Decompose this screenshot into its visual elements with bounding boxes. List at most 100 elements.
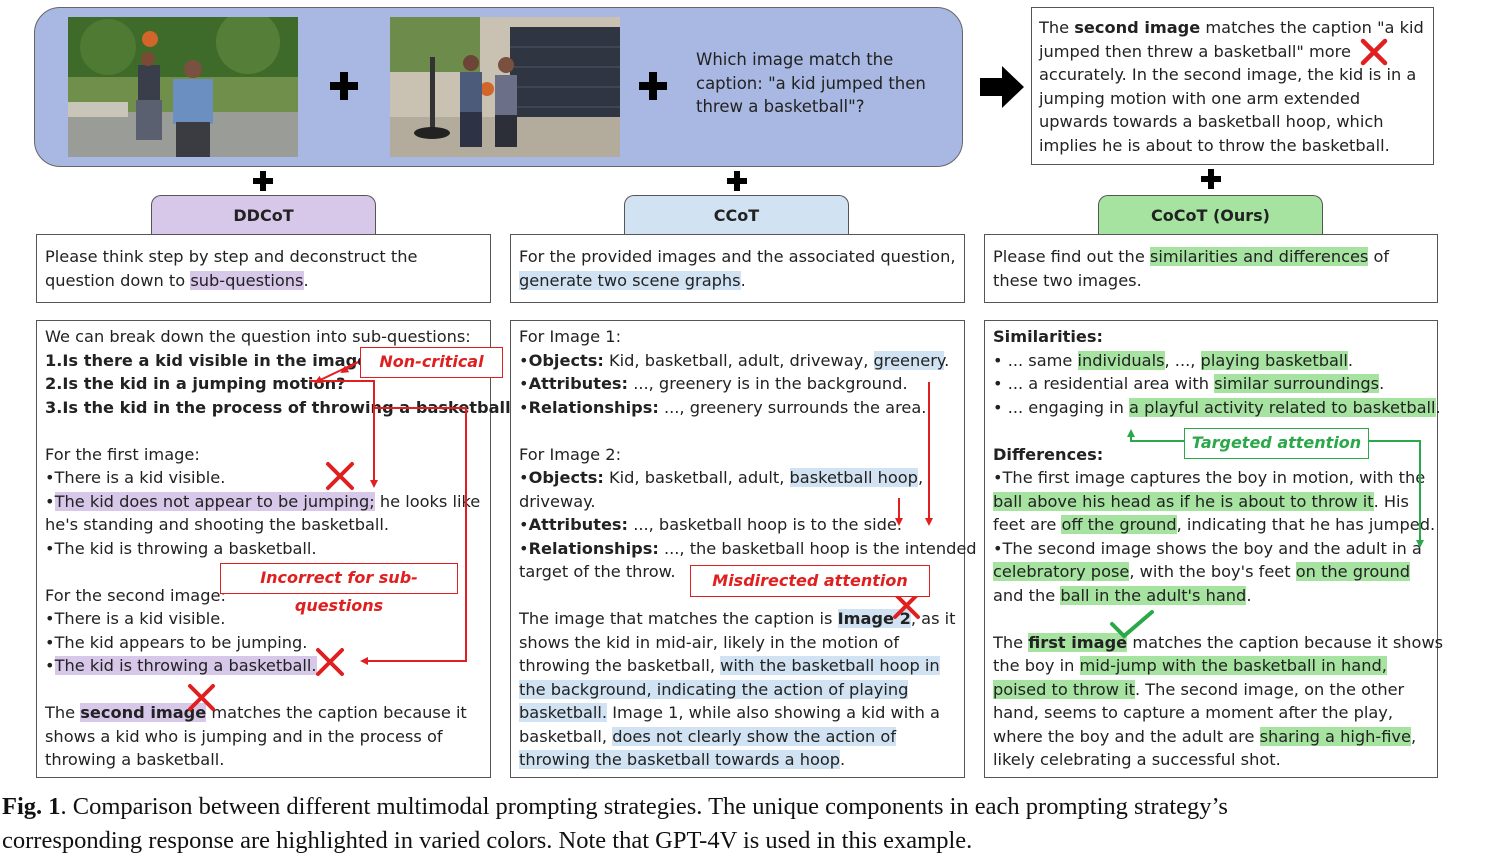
highlight: generate two scene graphs	[519, 270, 741, 290]
text: •	[519, 538, 529, 558]
text: ,	[1410, 726, 1417, 746]
highlight: second image	[80, 703, 207, 722]
label-incorrect: Incorrect for sub-questions	[220, 563, 458, 615]
text: For Image 2:	[519, 444, 622, 464]
highlight: basketball.	[519, 703, 608, 722]
text: The image that matches the caption is	[519, 609, 838, 628]
response-box-ccot: For Image 1: •Objects: Kid, basketball, …	[510, 320, 977, 778]
text: .	[1379, 374, 1385, 393]
text: •	[45, 491, 55, 511]
highlight: similarities and differences	[1149, 247, 1369, 266]
tab-ddcot: DDCoT	[151, 195, 376, 235]
text: where the boy and the adult are	[993, 726, 1260, 746]
wrong-mark-icon	[188, 684, 215, 711]
highlight: off the ground	[1061, 515, 1177, 534]
text: and the	[993, 585, 1061, 605]
text: .	[840, 750, 846, 769]
text: The	[45, 703, 81, 722]
highlight: ball above his head as if he is about to…	[993, 491, 1374, 511]
text: matches the caption "a kid	[1200, 18, 1424, 37]
plus-icon	[330, 72, 358, 100]
query-question: Which image match the caption: "a kid ju…	[696, 48, 926, 119]
text: Kid, basketball, adult,	[603, 468, 790, 487]
text: .	[1347, 350, 1354, 370]
highlight: does not clearly show the action of	[612, 726, 897, 746]
highlight: The kid is throwing a basketball.	[54, 656, 317, 675]
plus-icon	[727, 171, 747, 191]
text: feet are	[993, 515, 1062, 534]
highlight: Image 2	[837, 609, 911, 628]
text: The	[993, 632, 1029, 652]
text: •	[45, 656, 55, 675]
plus-icon	[1201, 169, 1221, 189]
text: ..., the basketball hoop is the intended	[658, 538, 977, 558]
highlight: poised to throw it	[993, 679, 1135, 699]
arrow	[314, 361, 359, 384]
highlight: similar surroundings	[1214, 374, 1380, 393]
text: he's standing and shooting the basketbal…	[45, 515, 390, 534]
prompt-box-ddcot: Please think step by step and deconstruc…	[36, 234, 491, 303]
text: , with the boy's feet	[1129, 562, 1296, 581]
text: he looks like	[374, 491, 481, 511]
section-heading: Differences:	[993, 444, 1104, 464]
label-non-critical: Non-critical	[360, 347, 503, 378]
highlight: ball in the adult's hand	[1060, 585, 1247, 605]
query-image-1	[68, 17, 298, 157]
text: •The second image shows the boy and the …	[993, 538, 1422, 558]
text: •There is a kid visible.	[45, 468, 226, 487]
text: matches the caption because it shows	[1127, 632, 1444, 652]
query-image-2	[390, 17, 620, 157]
text: driveway.	[519, 491, 596, 511]
highlight: throwing the basketball towards a hoop	[519, 750, 841, 769]
text: .	[1435, 397, 1441, 417]
query-line: threw a basketball"?	[696, 97, 865, 116]
wrong-mark-icon	[316, 648, 344, 676]
text: ..., basketball hoop is to the side.	[628, 515, 902, 534]
text: basketball,	[519, 726, 613, 746]
text: .	[944, 350, 950, 370]
text: .	[1246, 585, 1252, 605]
prompt-box-ccot: For the provided images and the associat…	[510, 234, 965, 303]
text: •	[519, 468, 529, 487]
text: second image	[1074, 18, 1201, 37]
text: Objects:	[528, 350, 604, 370]
text: •The kid appears to be jumping.	[45, 632, 308, 652]
figure-caption: Fig. 1. Comparison between different mul…	[2, 790, 1228, 858]
caption-text: corresponding response are highlighted i…	[2, 827, 973, 854]
response-box-ddcot: We can break down the question into sub-…	[36, 320, 520, 778]
highlight: greenery	[873, 350, 945, 370]
tab-cocot: CoCoT (Ours)	[1098, 195, 1323, 235]
text: Objects:	[528, 468, 604, 487]
response-box-cocot: Similarities: • ... same individuals, ..…	[984, 320, 1443, 778]
text: Kid, basketball, adult, driveway,	[603, 350, 874, 370]
tab-ccot: CCoT	[624, 195, 849, 235]
text: •	[519, 397, 529, 417]
highlight: basketball hoop	[789, 468, 918, 487]
text: upwards towards a basketball hoop, which	[1039, 112, 1384, 131]
label-misdirected: Misdirected attention	[690, 565, 930, 597]
text: For Image 1:	[519, 327, 622, 346]
highlight: The kid does not appear to be jumping;	[54, 491, 375, 511]
text: •	[519, 350, 529, 370]
section-heading: Similarities:	[993, 327, 1104, 346]
text: .	[303, 270, 309, 290]
text: , ...,	[1164, 350, 1201, 370]
caption-text: . Comparison between different multimoda…	[60, 793, 1228, 820]
highlight: celebratory pose	[993, 562, 1130, 581]
highlight: on the ground	[1295, 562, 1411, 581]
text: of	[1368, 247, 1390, 266]
text: target of the throw.	[519, 562, 676, 581]
highlight: the background, indicating the action of…	[519, 679, 909, 699]
plus-icon	[639, 72, 667, 100]
text: accurately. In the second image, the kid…	[1039, 65, 1417, 84]
arrow	[360, 407, 467, 665]
text: The	[1039, 18, 1075, 37]
highlight: a playful activity related to basketball	[1129, 397, 1436, 417]
prompt-box-cocot: Please find out the similarities and dif…	[984, 234, 1438, 303]
label-targeted: Targeted attention	[1184, 428, 1369, 459]
text: Please think step by step and deconstruc…	[45, 247, 418, 266]
text: ..., greenery is in the background.	[628, 374, 908, 393]
text: jumped then threw a basketball" more	[1039, 41, 1351, 61]
query-line: caption: "a kid jumped then	[696, 73, 926, 93]
